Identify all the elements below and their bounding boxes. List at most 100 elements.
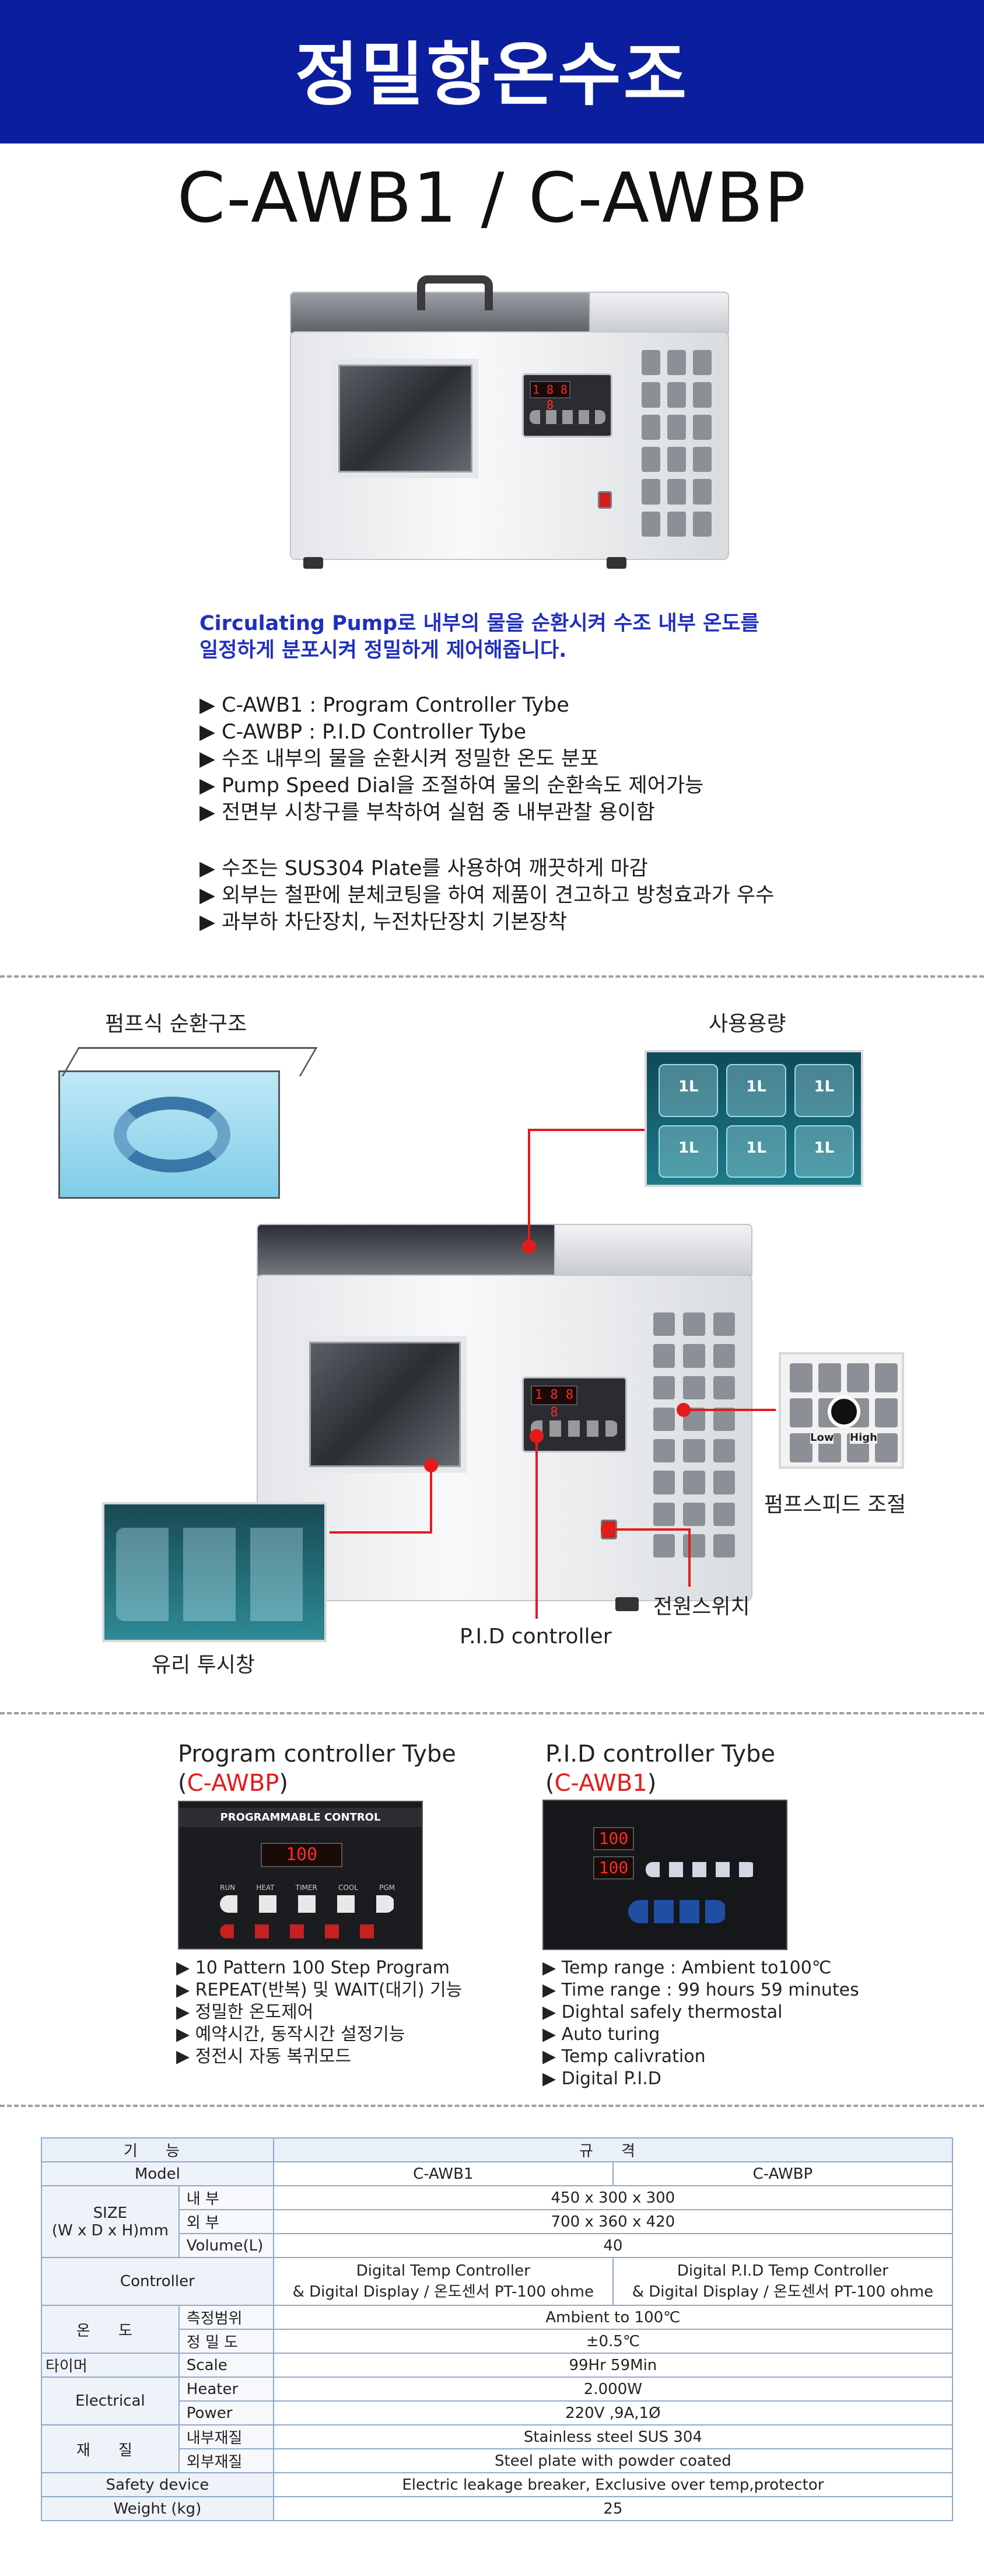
table-row: 타이머 Scale 99Hr 59Min [41,2353,954,2378]
feature-item: ▶ REPEAT(반복) 및 WAIT(대기) 기능 [176,1980,463,2000]
table-row: Controller Digital Temp Controller& Digi… [41,2257,954,2306]
capacity-mark: 1L [726,1064,786,1117]
pid-controller-title: P.I.D controller Tybe [545,1741,776,1768]
capacity-label: 사용용량 [709,1012,786,1036]
glass-jars-icon [116,1528,317,1621]
device-foot [607,557,626,569]
device-top-plate [589,292,729,334]
side-vent [642,350,712,537]
sv-display: 100 [593,1856,634,1880]
panel-title: PROGRAMMABLE CONTROL [179,1808,422,1827]
capacity-mark: 1L [726,1125,786,1178]
table-row: 온 도 측정범위 Ambient to 100℃ [41,2305,954,2354]
capacity-mark: 1L [659,1064,719,1117]
table-row: 기 능 규 격 [41,2137,954,2162]
panel-buttons-icon [220,1895,395,1913]
pump-speed-label: 펌프스피드 조절 [764,1493,906,1517]
callout-line [607,1528,688,1531]
callout-line [528,1129,645,1131]
panel-display: 1 8 8 8 [531,1385,577,1420]
feature-item: ▶ Pump Speed Dial을 조절하여 물의 순환속도 제어가능 [199,774,704,797]
callout-line [430,1464,432,1533]
table-row: Model C-AWB1 C-AWBP [41,2161,954,2186]
table-row: Volume(L) 40 [41,2233,954,2258]
device-lid [290,292,593,334]
feature-item: ▶ 정전시 자동 복귀모드 [176,2046,352,2067]
panel-arrows-icon [628,1900,727,1923]
capacity-photo: 1L 1L 1L 1L 1L 1L [645,1050,863,1187]
dial-low-label: Low [810,1432,834,1444]
program-controller-title: Program controller Tybe [178,1741,456,1768]
feature-item: ▶ Temp range : Ambient to100℃ [542,1958,832,1978]
dial-high-label: High [850,1432,877,1444]
feature-item: ▶ 수조 내부의 물을 순환시켜 정밀한 온도 분포 [199,747,599,771]
capacity-mark: 1L [794,1125,854,1178]
device-foot [303,557,323,569]
table-row: Safety device Electric leakage breaker, … [41,2472,954,2497]
program-controller-model: (C-AWBP) [178,1770,288,1797]
table-row: 재 질 내부재질 Stainless steel SUS 304 [41,2424,954,2473]
table-row: Electrical Heater 2.000W [41,2376,954,2426]
capacity-jars: 1L 1L 1L 1L 1L 1L [659,1064,854,1178]
callout-dot [677,1403,691,1417]
feature-item: ▶ C-AWBP : P.I.D Controller Tybe [199,720,527,744]
panel-button-labels: RUN HEAT TIMER COOL PGM [220,1884,395,1892]
pump-structure-diagram [58,1047,318,1205]
intro-text: Circulating Pump로 내부의 물을 순환시켜 수조 내부 온도를 … [199,612,759,662]
callout-dot [601,1522,615,1536]
table-row: 외 부 700 x 360 x 420 [41,2209,954,2234]
size-cell: SIZE(W x D x H)mm [41,2185,180,2258]
device-foot [615,1597,639,1611]
panel-display: 1 8 8 8 [530,381,570,412]
panel-buttons-icon [531,1420,618,1437]
tank-top-icon [61,1047,318,1076]
panel-display: 100 [261,1843,342,1867]
title-banner: 정밀항온수조 [0,0,984,144]
feature-item: ▶ Digital P.I.D [542,2068,661,2089]
callout-line [330,1531,432,1534]
table-row: Weight (kg) 25 [41,2496,954,2521]
section-divider [0,1712,984,1714]
feature-item: ▶ 10 Pattern 100 Step Program [176,1958,450,1978]
device-top-plate [554,1224,752,1276]
power-switch-icon [598,491,612,509]
power-switch-label: 전원스위치 [653,1595,750,1619]
controller-cell: Digital Temp Controller& Digital Display… [272,2257,614,2306]
pid-feature-list: ▶ Temp range : Ambient to100℃ ▶ Time ran… [542,1957,859,2090]
pid-controller-model: (C-AWB1) [545,1770,657,1797]
feature-item: ▶ 전면부 시창구를 부착하여 실험 중 내부관찰 용이함 [199,801,655,824]
feature-item: ▶ 예약시간, 동작시간 설정기능 [176,2024,405,2045]
feature-item: ▶ 수조는 SUS304 Plate를 사용하여 깨끗하게 마감 [199,857,648,880]
lid-handle-icon [417,275,493,310]
table-row: 정 밀 도 ±0.5℃ [41,2329,954,2354]
speed-dial-icon [828,1395,860,1428]
capacity-mark: 1L [794,1064,854,1117]
feature-item: ▶ 정밀한 온도제어 [176,2002,314,2022]
table-row: 외부재질 Steel plate with powder coated [41,2448,954,2473]
callout-dot [530,1429,544,1443]
pump-structure-label: 펌프식 순환구조 [105,1012,247,1036]
feature-item: ▶ 외부는 철판에 분체코팅을 하여 제품이 견고하고 방청효과가 우수 [199,884,775,907]
program-feature-list: ▶ 10 Pattern 100 Step Program ▶ REPEAT(반… [176,1957,462,2068]
feature-item: ▶ 과부하 차단장치, 누전차단장치 기본장착 [199,911,567,934]
feature-item: ▶ Auto turing [542,2024,660,2045]
callout-line [682,1409,776,1411]
panel-keys-icon [220,1924,383,1938]
controller-cell: Digital P.I.D Temp Controller& Digital D… [612,2257,954,2306]
pid-controller-panel: 1 8 8 8 [522,1377,627,1452]
pump-speed-dial-photo: Low High [779,1352,904,1469]
feature-item: ▶ Temp calivration [542,2046,706,2067]
water-tank-icon [58,1070,280,1199]
section-divider [0,2105,984,2107]
callout-line [688,1528,691,1587]
callout-dot [522,1240,536,1254]
section-divider [0,975,984,978]
feature-item: ▶ C-AWB1 : Program Controller Tybe [199,694,569,717]
panel-buttons-icon [530,410,605,424]
capacity-mark: 1L [659,1125,719,1178]
panel-buttons-icon [646,1862,757,1877]
glass-window-label: 유리 투시창 [152,1653,255,1677]
feature-item: ▶ Dightal safely thermostal [542,2002,783,2022]
program-controller-panel: PROGRAMMABLE CONTROL 100 RUN HEAT TIMER … [178,1801,423,1950]
circulation-arrows-icon [114,1097,230,1172]
